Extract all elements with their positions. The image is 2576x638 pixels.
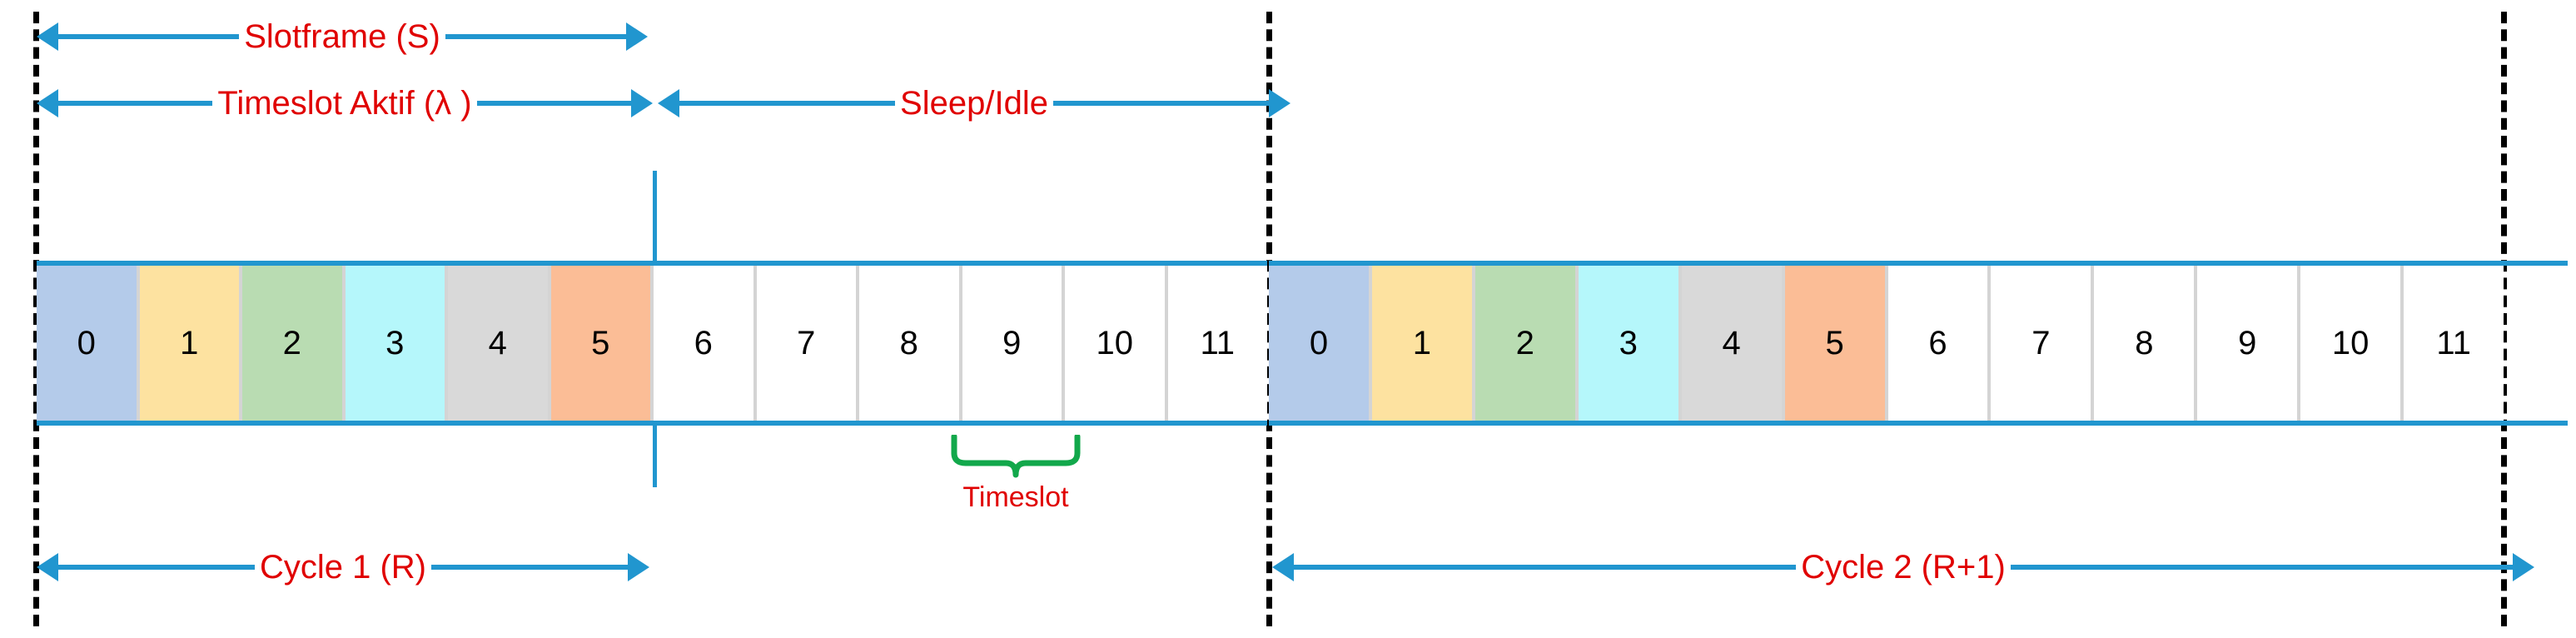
arrow-shaft [476,101,631,106]
slotframe-span-arrow: Slotframe (S) [37,12,649,61]
arrow-head-left-icon [1272,553,1294,581]
arrow-head-right-icon [626,22,649,51]
table-bottom-rail-cycle1 [37,421,1267,426]
timeslot-cell[interactable]: 11 [2404,266,2504,421]
timeslot-brace-icon [949,433,1082,478]
timeslot-brace-label: Timeslot [962,481,1069,513]
timeslot-cell[interactable]: 7 [756,266,859,421]
slotframe-label: Slotframe (S) [244,18,440,55]
timeslot-cell[interactable]: 5 [1784,266,1888,421]
timeslot-cell[interactable]: 2 [1474,266,1579,421]
arrow-shaft [58,34,240,39]
cycle2-span-arrow: Cycle 2 (R+1) [1272,543,2534,591]
table-top-rail-cycle1 [37,261,1267,266]
timeslot-cell[interactable]: 0 [37,266,140,421]
arrow-head-right-icon [2513,553,2534,581]
arrow-shaft [679,101,896,106]
arrow-head-right-icon [1269,89,1291,117]
timeslot-cell[interactable]: 6 [654,266,757,421]
arrow-shaft [1294,565,1797,570]
timeslot-cell[interactable]: 9 [2197,266,2301,421]
cycle1-span-arrow: Cycle 1 (R) [37,543,649,591]
cycle-boundary-right [2501,12,2507,626]
timeslot-cell[interactable]: 5 [550,266,654,421]
timeslot-cell[interactable]: 3 [345,266,448,421]
arrow-head-left-icon [658,89,679,117]
arrow-head-left-icon [37,22,58,51]
timeslot-cell[interactable]: 8 [2094,266,2198,421]
timeslot-cell[interactable]: 9 [962,266,1065,421]
timeslot-cell[interactable]: 4 [1681,266,1785,421]
cycle-boundary-left [33,12,39,626]
cycle1-label: Cycle 1 (R) [259,549,427,586]
active-period-arrow: Timeslot Aktif (λ ) [37,79,653,127]
arrow-head-left-icon [37,89,58,117]
arrow-shaft [445,34,627,39]
arrow-shaft [58,565,255,570]
arrow-shaft [2010,565,2513,570]
active-timeslot-label: Timeslot Aktif (λ ) [217,85,472,122]
arrow-head-left-icon [37,553,58,581]
timeslot-cell[interactable]: 6 [1887,266,1992,421]
sleep-period-arrow: Sleep/Idle [658,79,1291,127]
timeslot-cell[interactable]: 1 [139,266,242,421]
timeslot-cell[interactable]: 0 [1269,266,1372,421]
arrow-shaft [58,101,213,106]
arrow-shaft [1052,101,1270,106]
timeslot-cell[interactable]: 11 [1167,266,1267,421]
timeslot-cell[interactable]: 2 [242,266,346,421]
timeslot-cell[interactable]: 4 [448,266,551,421]
arrow-head-right-icon [631,89,653,117]
cycle2-label: Cycle 2 (R+1) [1801,549,2006,586]
timeslot-cell[interactable]: 10 [2300,266,2404,421]
timeslot-cell[interactable]: 3 [1578,266,1682,421]
timeslot-cell[interactable]: 8 [859,266,962,421]
table-bottom-rail-cycle2 [1269,421,2568,426]
arrow-head-right-icon [628,553,649,581]
table-top-rail-cycle2 [1269,261,2568,266]
timeslot-cell[interactable]: 7 [1991,266,2095,421]
timeslot-cell[interactable]: 1 [1371,266,1475,421]
timeslot-cell[interactable]: 10 [1065,266,1168,421]
arrow-shaft [431,565,628,570]
sleep-idle-label: Sleep/Idle [900,85,1048,122]
